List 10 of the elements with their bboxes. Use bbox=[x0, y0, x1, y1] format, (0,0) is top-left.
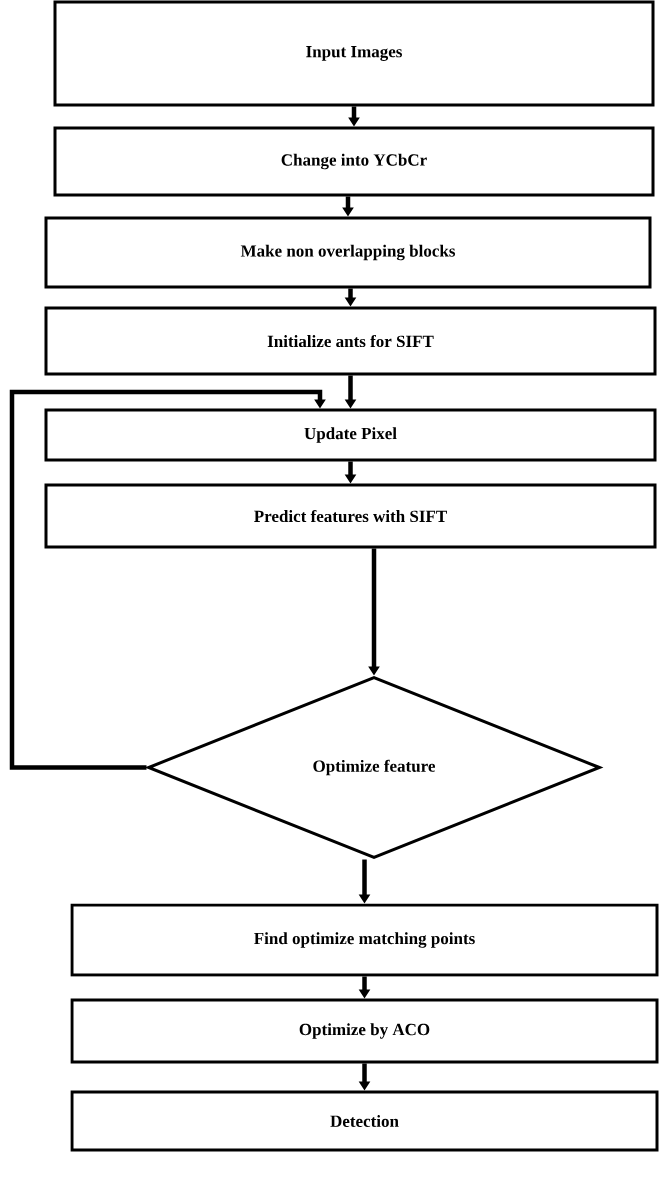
process-box: Make non overlapping blocks bbox=[44, 216, 652, 289]
process-box: Input Images bbox=[53, 0, 655, 107]
process-box: Change into YCbCr bbox=[53, 126, 655, 197]
process-box: Initialize ants for SIFT bbox=[44, 306, 657, 376]
process-box: Find optimize matching points bbox=[70, 903, 659, 977]
process-box: Optimize by ACO bbox=[70, 998, 659, 1064]
arrow bbox=[9, 389, 326, 770]
process-box: Predict features with SIFT bbox=[44, 483, 657, 549]
process-box: Detection bbox=[70, 1090, 659, 1152]
process-box: Update Pixel bbox=[44, 408, 657, 462]
